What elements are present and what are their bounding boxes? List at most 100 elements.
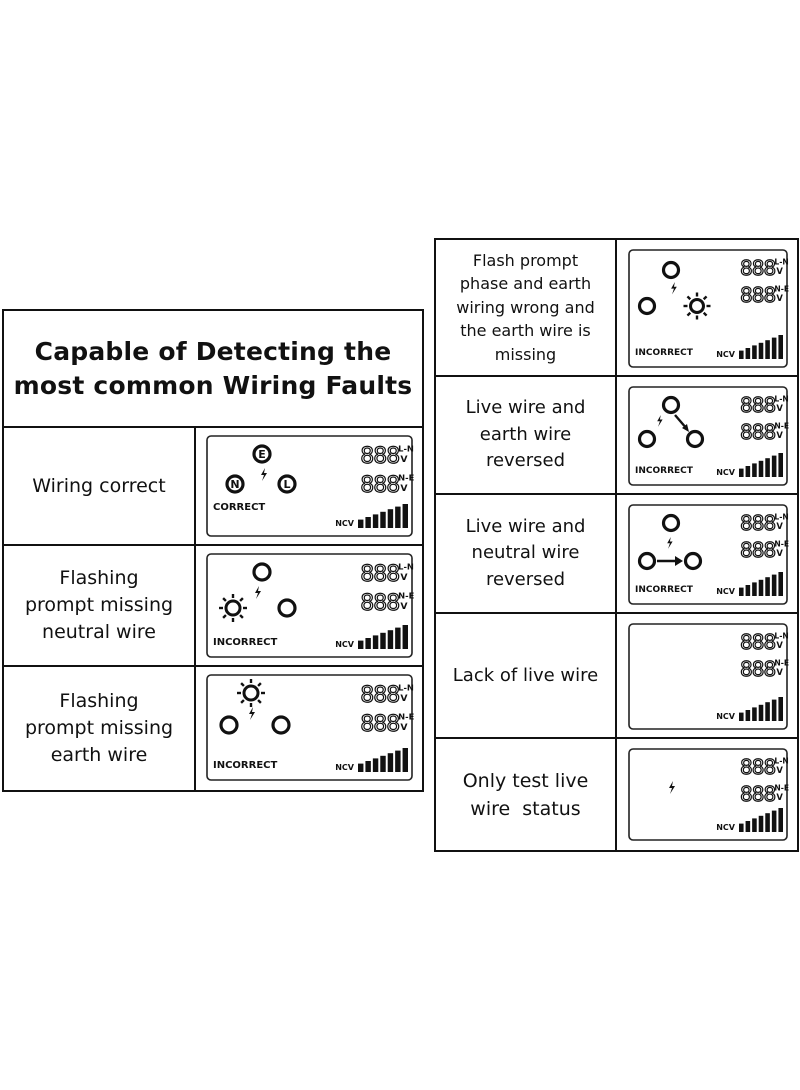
title-cell: Capable of Detecting the most common Wir… (4, 311, 422, 428)
e-indicator (661, 513, 681, 533)
label-line: wiring wrong and (456, 297, 595, 317)
signal-bar (758, 579, 764, 596)
signal-bar (380, 511, 386, 528)
signal-bar (745, 710, 751, 721)
ln-readout: 888 (360, 683, 399, 708)
ne-readout-mode-label: N-E (774, 422, 789, 431)
ln-readout: 888 (740, 755, 775, 779)
row-label: Flashing prompt missing earth wire (25, 688, 173, 769)
ncv-label: NCV (716, 712, 736, 721)
ne-readout-unit-label: V (776, 430, 783, 440)
signal-bar (402, 748, 408, 772)
sun-core (689, 298, 705, 314)
ne-readout-unit-label: V (776, 792, 783, 802)
e-indicator (252, 444, 272, 464)
ne-readout-mode-label: N-E (774, 285, 789, 294)
label-cell: Wiring correct (4, 428, 196, 544)
signal-bar (752, 707, 757, 721)
ne-readout: 888 (360, 712, 399, 737)
ln-readout-unit-label: V (776, 403, 783, 413)
ne-readout: 888 (740, 782, 775, 806)
ln-readout-unit-label: V (776, 266, 783, 276)
signal-bar (765, 340, 770, 359)
ncv-label: NCV (716, 823, 736, 832)
label-line: Flashing (59, 567, 139, 589)
signal-bar (765, 458, 770, 477)
ne-readout: 888 (740, 420, 775, 444)
sun-ray (240, 699, 245, 704)
label-line: reversed (485, 450, 566, 472)
label-line: Live wire and (465, 515, 586, 537)
row-label: Live wire and neutral wire reversed (466, 514, 586, 594)
signal-bar (778, 335, 783, 359)
ln-readout-mode-label: L-N (398, 562, 414, 572)
signal-bar (402, 625, 408, 649)
ln-readout-unit-label: V (776, 640, 783, 650)
ln-readout-mode-label: L-N (774, 258, 788, 267)
label-line: neutral wire (471, 542, 580, 564)
label-line: wire status (470, 797, 581, 820)
signal-bar (395, 506, 401, 528)
ne-readout-unit-label: V (776, 548, 783, 558)
l-indicator (271, 715, 291, 735)
ln-readout: 888 (360, 444, 399, 469)
signal-bar (739, 468, 744, 477)
e-indicator (661, 395, 681, 415)
ln-readout-mode-label: L-N (398, 444, 414, 454)
page-title: Capable of Detecting the most common Wir… (14, 335, 413, 403)
ln-readout-mode-label: L-N (774, 757, 788, 766)
bolt-icon (669, 781, 675, 794)
label-line: Only test live (462, 769, 589, 792)
signal-bar (778, 697, 783, 721)
e-indicator (661, 260, 681, 280)
signal-bar (771, 455, 777, 477)
l-flash-icon (683, 292, 711, 320)
label-line: prompt missing (24, 717, 174, 739)
bolt-icon (249, 707, 255, 720)
sun-core (224, 599, 242, 617)
l-indicator-letter: L (283, 478, 290, 491)
ln-readout-mode-label: L-N (774, 513, 788, 522)
ne-readout-mode-label: N-E (398, 473, 414, 483)
row-label: Lack of live wire (453, 662, 598, 689)
sun-ray (257, 699, 262, 704)
ln-readout-mode-label: L-N (398, 683, 414, 693)
ne-readout-mode-label: N-E (398, 591, 414, 601)
label-cell: Only test live wire status (436, 739, 617, 850)
ln-readout-unit-label: V (776, 521, 783, 531)
signal-bar (758, 342, 764, 359)
ln-readout-unit-label: V (776, 765, 783, 775)
signal-bar (365, 761, 371, 772)
signal-bar (752, 818, 757, 832)
ne-readout-mode-label: N-E (774, 540, 789, 549)
ln-readout-mode-label: L-N (774, 632, 788, 641)
signal-bar (758, 460, 764, 477)
signal-bar (765, 813, 770, 832)
ncv-label: NCV (716, 468, 736, 477)
signal-bar (752, 345, 757, 359)
row-phase-earth-wrong: Flash prompt phase and earth wiring wron… (436, 240, 797, 377)
signal-bar (745, 348, 751, 359)
signal-bar (387, 753, 394, 772)
n-indicator (225, 474, 245, 494)
bolt-icon (261, 468, 267, 481)
signal-bar (745, 821, 751, 832)
signal-bar (358, 763, 364, 772)
status-correct: CORRECT (213, 502, 265, 513)
e-indicator (252, 562, 272, 582)
signal-bar (771, 574, 777, 596)
